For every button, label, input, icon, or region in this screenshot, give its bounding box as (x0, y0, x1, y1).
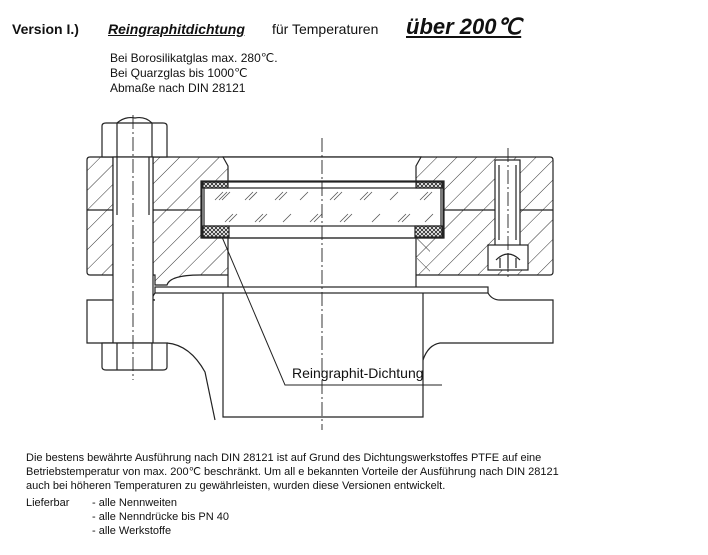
description-line-1: Die bestens bewährte Ausführung nach DIN… (26, 452, 542, 464)
hex-bolt (101, 116, 168, 371)
sight-glass (203, 187, 442, 227)
center-lines (132, 115, 509, 430)
note-dimensions: Abmaße nach DIN 28121 (110, 81, 246, 95)
description-line-2: Betriebstemperatur von max. 200℃ beschrä… (26, 466, 559, 478)
title-gasket-type: Reingraphitdichtung (108, 21, 245, 37)
note-borosilicate: Bei Borosilikatglas max. 280℃. (110, 51, 278, 65)
lower-flange (86, 292, 554, 421)
version-label: Version I.) (12, 21, 79, 37)
availability-item: - alle Werkstoffe (92, 525, 172, 537)
note-quartz: Bei Quarzglas bis 1000℃ (110, 66, 248, 80)
gasket-label: Reingraphit-Dichtung (292, 365, 424, 381)
label-leader (221, 236, 442, 386)
graphite-gasket (200, 180, 445, 239)
availability-item: - alle Nenndrücke bis PN 40 (92, 511, 229, 523)
flat-gasket (154, 286, 489, 294)
description-line-3: auch bei höheren Temperaturen zu gewährl… (26, 480, 446, 492)
availability-label: Lieferbar (26, 497, 70, 509)
title-temperature: über 200℃ (406, 14, 522, 39)
availability-item: - alle Nennweiten (92, 497, 177, 509)
title-middle: für Temperaturen (272, 21, 379, 37)
